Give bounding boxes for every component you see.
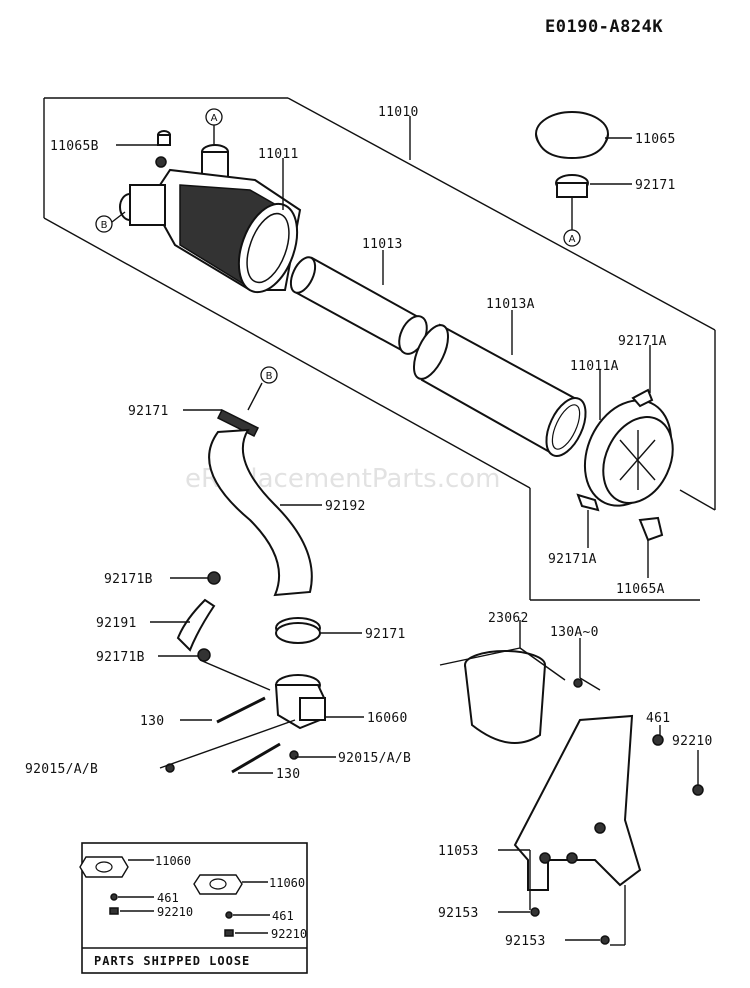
label-16060: 16060 [367, 711, 408, 726]
loose-washer-b[interactable] [224, 929, 234, 937]
label-11011: 11011 [258, 147, 299, 162]
label-92171b-bottom: 92171B [96, 650, 145, 665]
leader-lines [116, 116, 699, 946]
label-130-b: 130 [276, 767, 300, 782]
intake-hose[interactable] [208, 428, 313, 597]
label-92015-left: 92015/A/B [25, 762, 98, 777]
nut-130a[interactable] [573, 678, 583, 688]
shroud-band[interactable] [464, 650, 546, 744]
label-92153-a: 92153 [438, 906, 479, 921]
hose-clip-upper[interactable] [207, 571, 221, 585]
diagram-code: E0190-A824K [545, 17, 663, 37]
label-11065a: 11065A [616, 582, 665, 597]
label-92171-cap: 92171 [635, 178, 676, 193]
loose-nut-a[interactable] [110, 893, 118, 901]
rain-cap[interactable] [535, 111, 609, 160]
loose-washer-a[interactable] [109, 907, 119, 915]
clip-lower[interactable] [576, 493, 600, 512]
label-92015-right: 92015/A/B [338, 751, 411, 766]
intake-elbow[interactable] [274, 674, 326, 730]
label-92192: 92192 [325, 499, 366, 514]
outer-filter-element[interactable] [407, 320, 594, 462]
label-11013: 11013 [362, 237, 403, 252]
label-92171a-bottom: 92171A [548, 552, 597, 567]
loose-washer-b-label: 92210 [271, 927, 307, 941]
label-11013a: 11013A [486, 297, 535, 312]
loose-nut-b-label: 461 [272, 909, 294, 923]
loose-box-title: PARTS SHIPPED LOOSE [94, 954, 250, 968]
loose-washer-a-label: 92210 [157, 905, 193, 919]
svg-text:B: B [266, 371, 273, 382]
gasket-b[interactable] [193, 874, 243, 895]
clip-upper[interactable] [631, 388, 654, 408]
label-461: 461 [646, 711, 670, 726]
air-cleaner-housing[interactable] [119, 144, 308, 300]
label-92171-hose: 92171 [128, 404, 169, 419]
label-23062: 23062 [488, 611, 529, 626]
label-92153-b: 92153 [505, 934, 546, 949]
bolt-92153-b[interactable] [600, 935, 610, 945]
gasket-a[interactable] [79, 856, 129, 878]
loose-gasket-b-label: 11060 [269, 876, 305, 890]
label-130-a: 130 [140, 714, 164, 729]
label-130a-0: 130A~0 [550, 625, 599, 640]
air-cleaner-cover[interactable] [569, 386, 688, 520]
loose-nut-a-label: 461 [157, 891, 179, 905]
breather-hose[interactable] [176, 598, 216, 652]
parts-shipped-loose-box: PARTS SHIPPED LOOSE 11060 461 92210 1106… [79, 842, 308, 974]
washer-right[interactable] [289, 750, 299, 760]
label-11065b: 11065B [50, 139, 99, 154]
loose-nut-b[interactable] [225, 911, 233, 919]
bolt-upper[interactable] [216, 696, 266, 724]
svg-text:A: A [569, 234, 576, 245]
nut-461[interactable] [652, 734, 664, 746]
hose-ring-clamp[interactable] [275, 617, 321, 644]
svg-text:B: B [101, 220, 108, 231]
callout-a-top: A [205, 108, 223, 126]
cap-clamp[interactable] [555, 174, 589, 198]
label-92171a-top: 92171A [618, 334, 667, 349]
air-cleaner-assembly-outline [43, 97, 716, 601]
label-11011a: 11011A [570, 359, 619, 374]
bolt-lower[interactable] [231, 742, 281, 774]
washer-92210[interactable] [692, 784, 704, 796]
mounting-bracket[interactable] [513, 714, 642, 891]
label-11010: 11010 [378, 105, 419, 120]
svg-text:A: A [211, 113, 218, 124]
label-92171b-top: 92171B [104, 572, 153, 587]
hose-clip-lower[interactable] [197, 648, 211, 662]
callout-b-hose: B [260, 366, 278, 384]
inner-filter-element[interactable] [286, 254, 432, 359]
vacuator-valve-small[interactable] [155, 130, 171, 168]
loose-gasket-a-label: 11060 [155, 854, 191, 868]
callout-b-left: B [95, 215, 113, 233]
label-92210: 92210 [672, 734, 713, 749]
bolt-92153-a[interactable] [530, 907, 540, 917]
label-92191: 92191 [96, 616, 137, 631]
vacuator-valve[interactable] [638, 516, 664, 542]
label-11065: 11065 [635, 132, 676, 147]
label-92171-clamp: 92171 [365, 627, 406, 642]
callout-a-mid: A [563, 229, 581, 247]
label-11053: 11053 [438, 844, 479, 859]
